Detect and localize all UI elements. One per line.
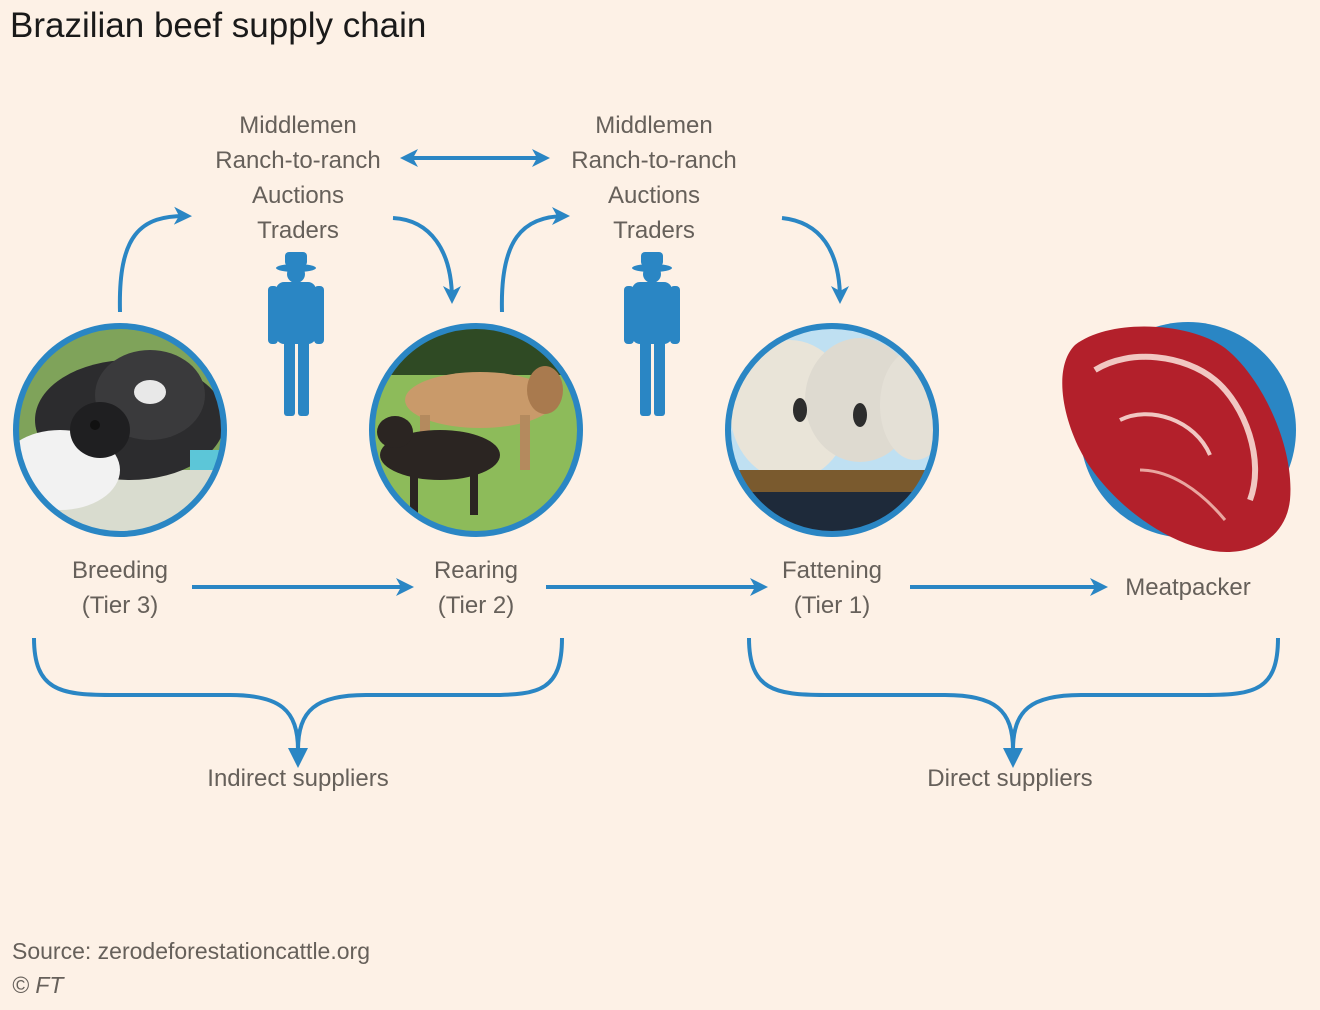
fattening-photo (725, 320, 950, 542)
breeding-photo (0, 320, 230, 540)
ranch-to-ranch-label: Ranch-to-ranch (178, 143, 418, 178)
ranch-to-ranch-label: Ranch-to-ranch (534, 143, 774, 178)
traders-label: Traders (534, 213, 774, 248)
brace-indirect-suppliers (34, 638, 562, 750)
stage-name: Fattening (732, 553, 932, 588)
auctions-label: Auctions (534, 178, 774, 213)
stage-name: Meatpacker (1088, 570, 1288, 605)
arrow-middlemen-to-fattening (782, 218, 840, 300)
stage-tier: (Tier 3) (20, 588, 220, 623)
middleman-figure-icon-1 (268, 252, 324, 416)
middlemen-label: Middlemen (178, 108, 418, 143)
stage-rearing: Rearing (Tier 2) (376, 553, 576, 623)
stage-tier: (Tier 1) (732, 588, 932, 623)
stage-breeding: Breeding (Tier 3) (20, 553, 220, 623)
stage-name: Breeding (20, 553, 220, 588)
stage-tier: (Tier 2) (376, 588, 576, 623)
auctions-label: Auctions (178, 178, 418, 213)
copyright-note: © FT (12, 972, 63, 999)
stage-fattening: Fattening (Tier 1) (732, 553, 932, 623)
direct-suppliers-label: Direct suppliers (860, 761, 1160, 796)
source-note: Source: zerodeforestationcattle.org (12, 938, 370, 965)
stage-meatpacker: Meatpacker (1088, 570, 1288, 605)
steak-image (1062, 322, 1296, 552)
middlemen-list-2: Middlemen Ranch-to-ranch Auctions Trader… (534, 108, 774, 248)
middlemen-label: Middlemen (534, 108, 774, 143)
brace-direct-suppliers (749, 638, 1278, 750)
middlemen-list-1: Middlemen Ranch-to-ranch Auctions Trader… (178, 108, 418, 248)
indirect-suppliers-label: Indirect suppliers (148, 761, 448, 796)
rearing-photo (370, 320, 590, 540)
middleman-figure-icon-2 (624, 252, 680, 416)
stage-name: Rearing (376, 553, 576, 588)
traders-label: Traders (178, 213, 418, 248)
